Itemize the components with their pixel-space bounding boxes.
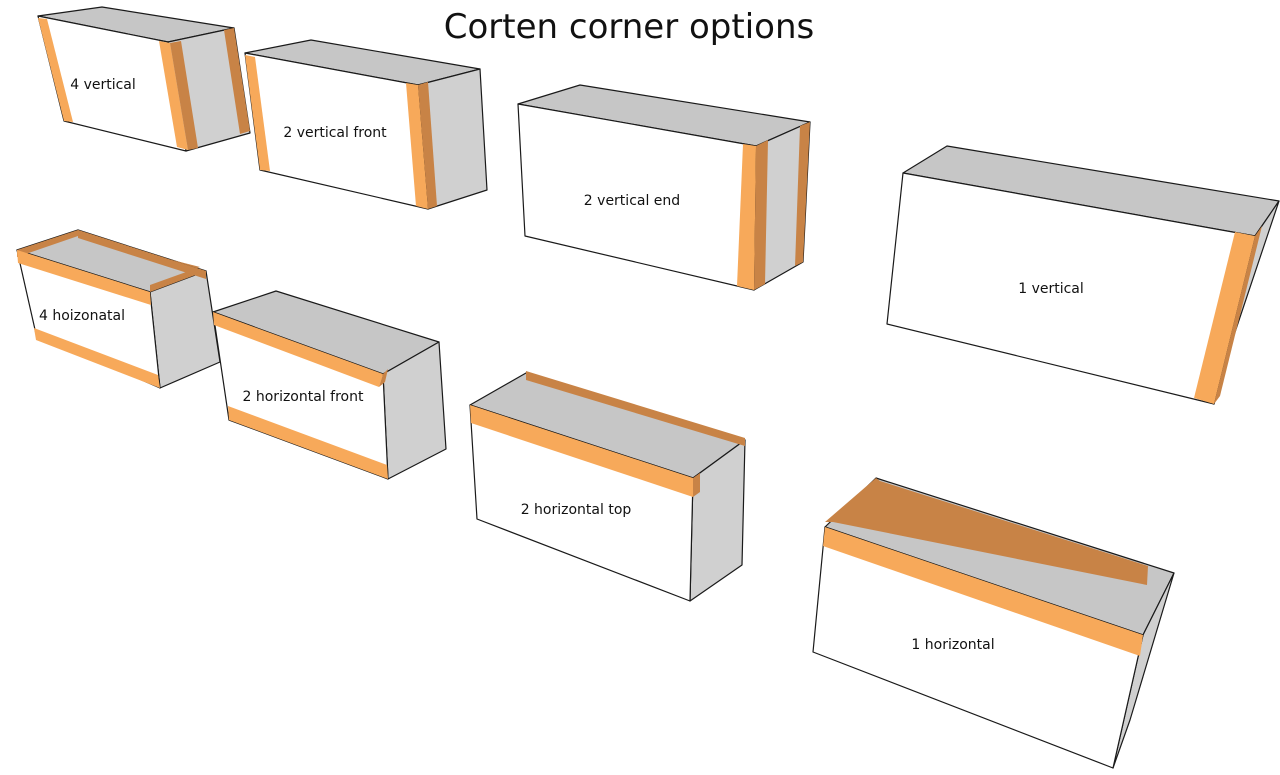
- corten-strip-front: [823, 527, 1143, 656]
- box-2-horizontal-front: 2 horizontal front: [212, 290, 447, 480]
- corten-strip-front-left: [245, 55, 270, 171]
- corten-strip-front-right: [406, 83, 428, 209]
- diagram-title: Corten corner options: [444, 7, 814, 47]
- corten-strip-end-left: [170, 41, 198, 150]
- box-1-vertical: 1 vertical: [886, 145, 1280, 405]
- corten-strip-top-back: [526, 371, 745, 446]
- box-label: 1 horizontal: [911, 637, 994, 653]
- box-4-horizontal: 4 hoizonatal: [16, 229, 221, 389]
- corten-strip-top-front: [17, 250, 151, 305]
- box-label: 2 vertical front: [283, 125, 387, 141]
- box-label: 4 vertical: [70, 77, 136, 93]
- box-2-vertical-front: 2 vertical front: [244, 39, 488, 210]
- box-2-horizontal-top: 2 horizontal top: [469, 371, 746, 602]
- corten-strip-end: [1214, 226, 1262, 404]
- box-label: 4 hoizonatal: [39, 308, 125, 324]
- corten-strip-bottom-front: [228, 406, 388, 479]
- corten-strip-front-right: [737, 144, 756, 290]
- corten-strip-end-left: [754, 140, 768, 290]
- box-4-vertical: 4 vertical: [37, 6, 251, 152]
- corten-strip-top-front: [213, 312, 383, 387]
- corten-strip-end-right: [224, 28, 250, 134]
- box-label: 2 vertical end: [584, 193, 680, 209]
- box-label: 2 horizontal front: [243, 389, 364, 405]
- corten-strip-end-right: [795, 122, 810, 266]
- corten-strip-top: [825, 478, 1148, 585]
- box-2-vertical-end: 2 vertical end: [517, 84, 811, 291]
- corten-strip-front-right: [1194, 232, 1255, 404]
- box-label: 1 vertical: [1018, 281, 1084, 297]
- corten-strip-bottom-front: [34, 328, 160, 388]
- box-label: 2 horizontal top: [521, 502, 632, 518]
- corten-strip-end: [418, 82, 437, 209]
- corten-strip-top-front: [470, 405, 693, 497]
- box-1-horizontal: 1 horizontal: [812, 477, 1175, 769]
- corten-strip-front-right: [159, 41, 188, 150]
- corten-strip-front-left: [38, 18, 73, 122]
